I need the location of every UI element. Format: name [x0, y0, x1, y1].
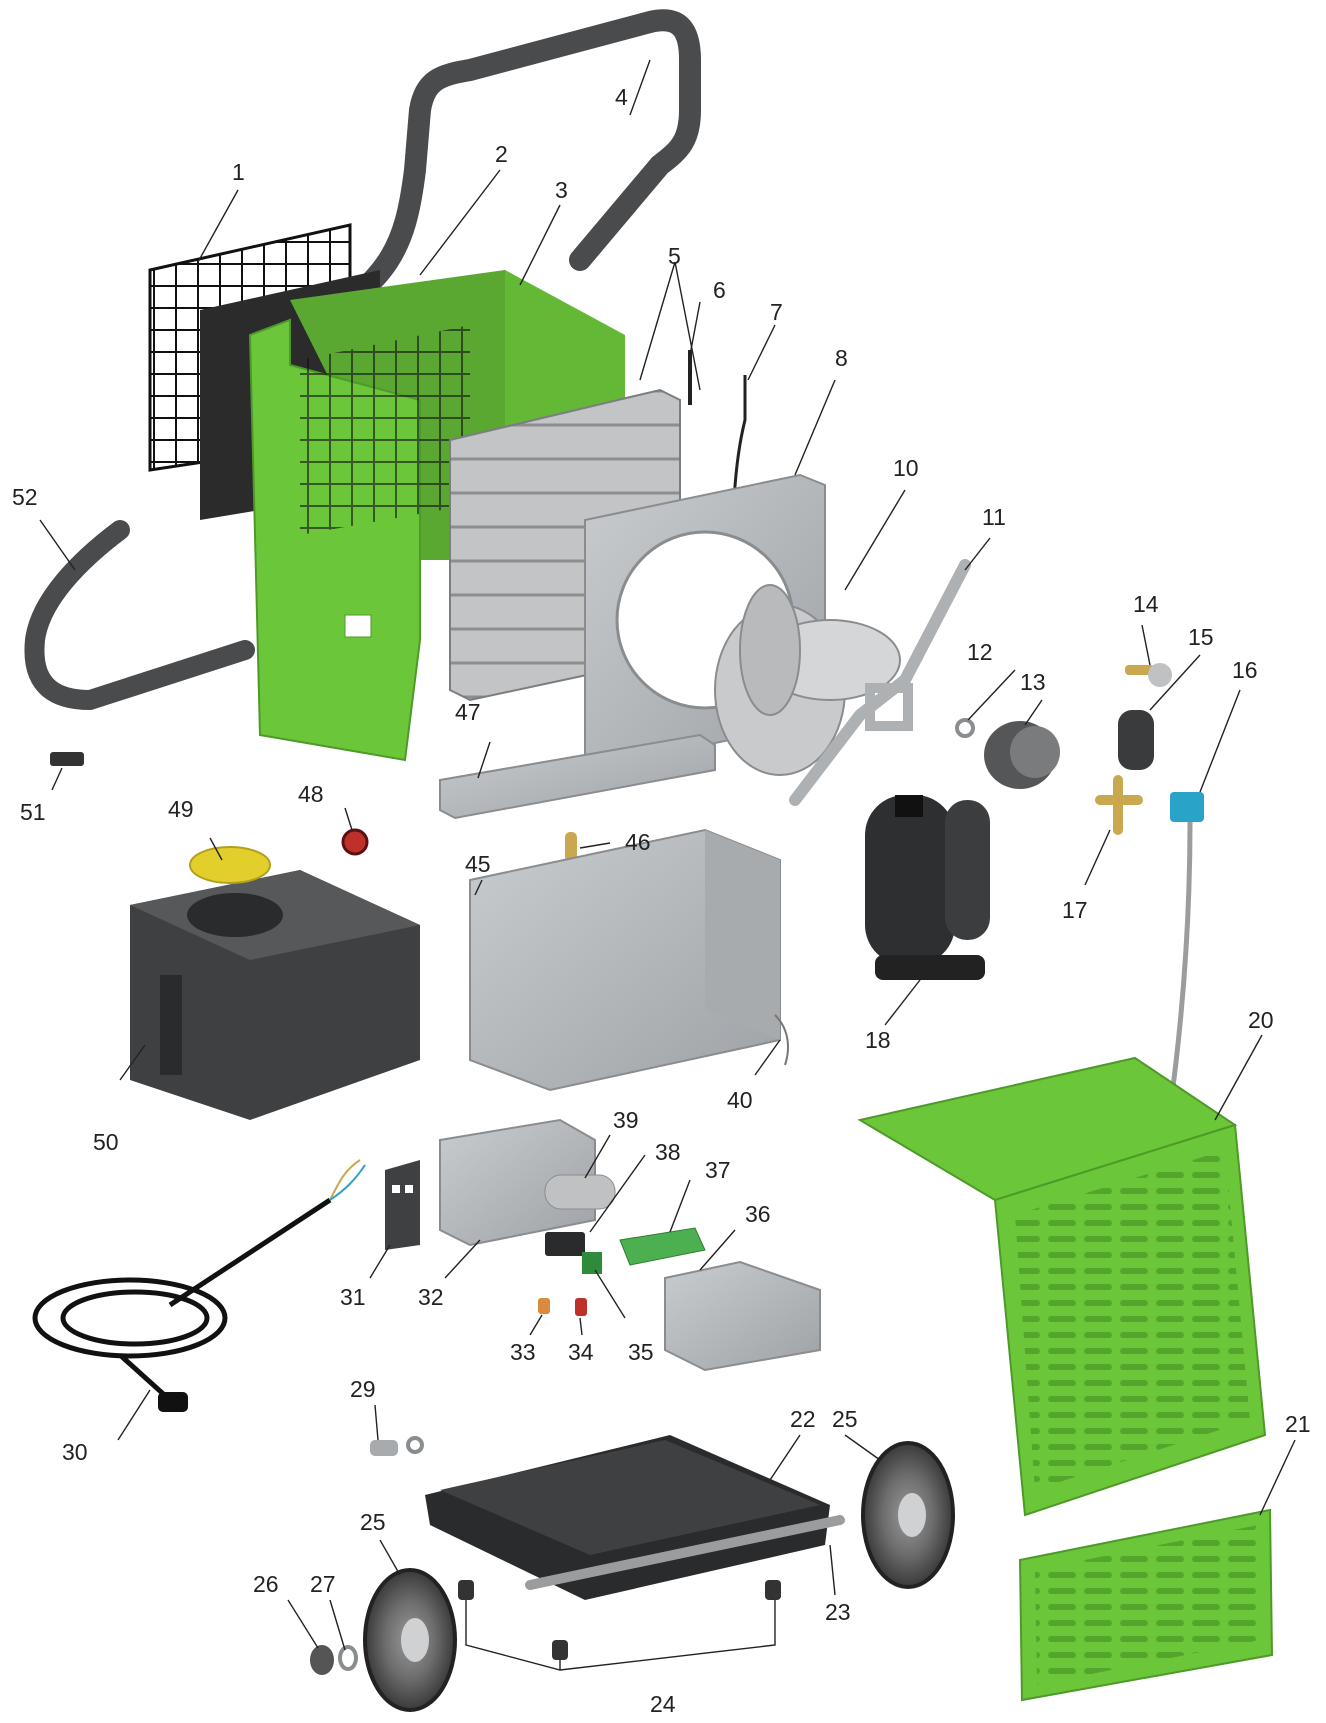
callout-38: 38	[655, 1139, 681, 1165]
lower-grill-part	[1018, 1508, 1274, 1702]
base-tray-part	[425, 1435, 845, 1600]
callout-32: 32	[418, 1284, 444, 1310]
callout-40: 40	[727, 1087, 753, 1113]
foot-clip-part	[50, 752, 84, 766]
switch-plate-part	[385, 1160, 420, 1250]
callout-46: 46	[625, 829, 651, 855]
callout-13: 13	[1020, 669, 1046, 695]
callout-49: 49	[168, 796, 194, 822]
callout-5: 5	[668, 243, 681, 269]
leader-lines	[39, 59, 1296, 1671]
callout-27: 27	[310, 1571, 336, 1597]
callout-8: 8	[835, 345, 848, 371]
valve-part	[1125, 663, 1172, 687]
callout-15: 15	[1188, 624, 1214, 650]
drip-tray-part	[439, 733, 716, 820]
callout-45: 45	[465, 851, 491, 877]
callout-labels: 1 2 3 4 5 6 7 8 10 11 12 13 14 15 16 17 …	[12, 84, 1311, 1717]
callout-26: 26	[253, 1571, 279, 1597]
callout-24: 24	[650, 1691, 676, 1717]
callout-14: 14	[1133, 591, 1159, 617]
callout-29: 29	[350, 1376, 376, 1402]
callout-30: 30	[62, 1439, 88, 1465]
blue-connector-part	[1167, 792, 1204, 1111]
callout-48: 48	[298, 781, 324, 807]
callout-50: 50	[93, 1129, 119, 1155]
callout-31: 31	[340, 1284, 366, 1310]
feet-part	[458, 1580, 781, 1660]
water-tank-part	[130, 846, 420, 1120]
capacitor-ring-part	[955, 718, 975, 738]
callout-3: 3	[555, 177, 568, 203]
callout-18: 18	[865, 1027, 891, 1053]
power-cord-part	[32, 1159, 366, 1412]
fan-blade-part	[714, 584, 901, 776]
callout-25b: 25	[832, 1406, 858, 1432]
callout-33: 33	[510, 1339, 536, 1365]
filter-drier-part	[1118, 710, 1154, 770]
brass-tee-part	[1095, 775, 1143, 835]
callout-16: 16	[1232, 657, 1258, 683]
callout-1: 1	[232, 159, 245, 185]
callout-51: 51	[20, 799, 46, 825]
wheel-right-part	[861, 1441, 955, 1589]
callout-20: 20	[1248, 1007, 1274, 1033]
fan-motor-part	[984, 721, 1060, 789]
compressor-part	[865, 795, 990, 980]
callout-36: 36	[745, 1201, 771, 1227]
callout-37: 37	[705, 1157, 731, 1183]
callout-52: 52	[12, 484, 38, 510]
callout-17: 17	[1062, 897, 1088, 923]
callout-21: 21	[1285, 1411, 1311, 1437]
callout-10: 10	[893, 455, 919, 481]
callout-47: 47	[455, 699, 481, 725]
callout-34: 34	[568, 1339, 594, 1365]
callout-35: 35	[628, 1339, 654, 1365]
top-cover-part	[857, 1056, 1267, 1517]
electronics-part	[538, 1227, 706, 1316]
lower-handle-part	[24, 520, 255, 710]
callout-23: 23	[825, 1599, 851, 1625]
control-bracket-part	[439, 1118, 616, 1247]
fan-bracket-part	[789, 559, 971, 806]
callout-11: 11	[982, 504, 1006, 530]
callout-4: 4	[615, 84, 628, 110]
wheel-left-part	[363, 1568, 457, 1712]
handle-part	[289, 9, 701, 346]
float-part	[565, 832, 577, 862]
indicator-lamp-part	[341, 828, 369, 856]
callout-6: 6	[713, 277, 726, 303]
callout-7: 7	[770, 299, 783, 325]
callout-2: 2	[495, 141, 508, 167]
cover-box-part	[469, 828, 789, 1092]
callout-25a: 25	[360, 1509, 386, 1535]
callout-12: 12	[967, 639, 993, 665]
cover-plate-part	[664, 1260, 821, 1372]
hub-cap-part	[310, 1645, 358, 1675]
drain-fitting-part	[370, 1436, 424, 1456]
callout-22: 22	[790, 1406, 816, 1432]
callout-39: 39	[613, 1107, 639, 1133]
